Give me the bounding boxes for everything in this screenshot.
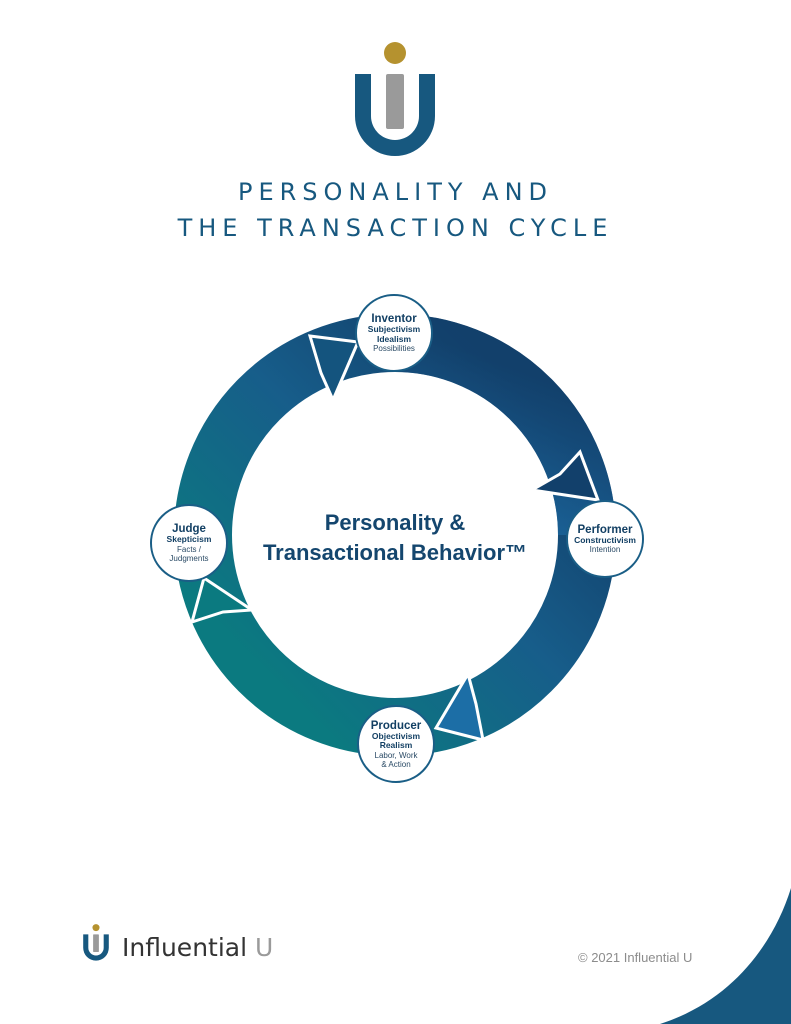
- footer-brand-first: Influential: [122, 933, 248, 962]
- node-producer-line-1: Objectivism: [371, 730, 421, 741]
- footer-brand-second: U: [255, 933, 274, 962]
- node-judge-line-1: Skepticism: [166, 534, 212, 545]
- page-title: PERSONALITY AND THE TRANSACTION CYCLE: [0, 174, 791, 246]
- node-performer-name: Performer: [577, 523, 633, 536]
- page-title-line-1: PERSONALITY AND: [237, 178, 554, 206]
- influential-u-logo-icon: [355, 42, 435, 156]
- diagram-center-label: Personality & Transactional Behavior™: [225, 508, 565, 568]
- node-producer-line-4: & Action: [381, 759, 411, 769]
- node-judge-name: Judge: [172, 523, 206, 536]
- node-producer-line-3: Labor, Work: [374, 750, 418, 760]
- node-judge: Judge Skepticism Facts / Judgments: [150, 504, 228, 582]
- node-inventor-line-2: Idealism: [376, 333, 412, 344]
- arrow-producer-to-judge: [189, 575, 257, 625]
- node-judge-line-2: Facts /: [176, 544, 201, 554]
- center-label-line-2: Transactional Behavior™: [262, 540, 528, 565]
- page-title-line-2: THE TRANSACTION CYCLE: [177, 214, 614, 242]
- node-producer-name: Producer: [370, 719, 422, 732]
- node-judge-line-3: Judgments: [169, 553, 209, 563]
- footer-brand-name: Influential U: [122, 933, 273, 963]
- arrow-judge-to-inventor: [307, 334, 361, 404]
- arrow-performer-to-producer: [433, 670, 485, 743]
- node-inventor-line-3: Possibilities: [373, 344, 415, 353]
- node-producer-line-2: Realism: [379, 740, 413, 750]
- node-inventor-name: Inventor: [371, 313, 417, 325]
- copyright-text: © 2021 Influential U: [578, 950, 693, 965]
- center-label-line-1: Personality &: [324, 510, 466, 535]
- node-producer: Producer Objectivism Realism Labor, Work…: [357, 705, 435, 783]
- node-inventor-line-1: Subjectivism: [367, 324, 421, 334]
- arrow-inventor-to-performer: [527, 449, 601, 502]
- node-performer-line-1: Constructivism: [574, 534, 636, 545]
- node-performer-line-2: Intention: [589, 545, 621, 555]
- footer-logo-icon: [83, 924, 109, 961]
- node-inventor: Inventor Subjectivism Idealism Possibili…: [355, 294, 433, 372]
- node-performer: Performer Constructivism Intention: [566, 500, 644, 578]
